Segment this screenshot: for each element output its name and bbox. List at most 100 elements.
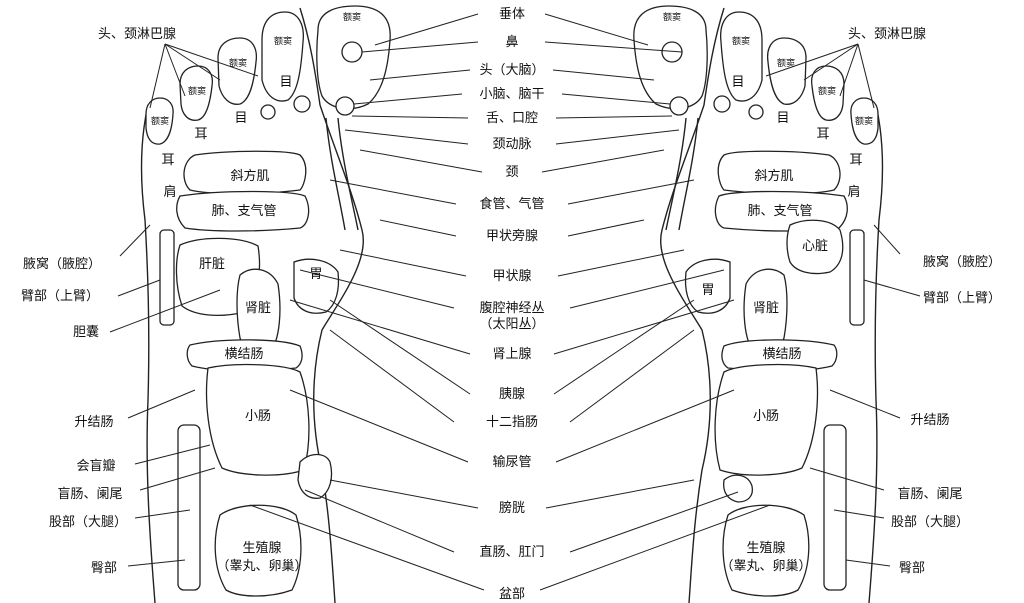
left-nose-zone: [341, 41, 363, 63]
label-solar-plexus: （太阳丛）: [479, 317, 544, 332]
left-ear-label-1: 耳: [194, 127, 207, 142]
left-genital-sub-label: （睾丸、卵巢）: [216, 558, 307, 574]
left-genital-label: 生殖腺: [242, 540, 281, 556]
left-ear-label-2: 耳: [161, 153, 174, 168]
left-label-ascending-colon: 升结肠: [74, 415, 113, 430]
left-toe-3: [217, 37, 258, 105]
label-parathyroid: 甲状旁腺: [486, 228, 538, 244]
left-kidney-label: 肾脏: [245, 301, 271, 316]
label-nose: 鼻: [505, 34, 518, 50]
left-buttock-zone: [177, 424, 201, 591]
center-leader-lines: [249, 13, 771, 591]
right-toe-5: [850, 97, 879, 145]
label-thyroid: 甲状腺: [492, 269, 531, 284]
right-genital-sub-label: （睾丸、卵巢）: [720, 558, 811, 574]
left-small-intestine-label: 小肠: [245, 409, 271, 424]
right-label-upper-arm: 臂部（上臂）: [923, 291, 1001, 306]
right-genital-label: 生殖腺: [746, 540, 785, 556]
right-toe-2: [720, 11, 763, 102]
left-sinus-label-big: 额窦: [343, 11, 361, 23]
left-genital-zone: [214, 504, 302, 597]
right-sinus-label-2: 额窦: [732, 35, 750, 47]
label-duodenum: 十二指肠: [486, 415, 538, 430]
label-esophagus-trachea: 食管、气管: [479, 196, 544, 212]
left-label-upper-arm: 臂部（上臂）: [21, 289, 99, 304]
right-bladder-zone: [722, 474, 754, 503]
right-labels: 头、颈淋巴腺 腋窝（腋腔） 臂部（上臂） 升结肠 盲肠、阑尾 股部（大腿） 臀部: [848, 27, 1001, 576]
left-cerebellum-zone: [335, 96, 355, 116]
right-foot-outline: [660, 7, 884, 603]
right-lung-label: 肺、支气管: [747, 203, 812, 219]
right-shoulder-label: 肩: [847, 184, 860, 200]
label-celiac-plexus: 腹腔神经丛: [479, 300, 544, 316]
right-stomach-label: 胃: [701, 283, 714, 298]
right-label-cecum-appendix: 盲肠、阑尾: [897, 486, 962, 502]
right-stomach-zone: [684, 258, 731, 314]
right-small-intestine-label: 小肠: [753, 409, 779, 424]
left-transverse-colon-zone: [186, 339, 303, 372]
right-trapezius-zone: [717, 150, 841, 195]
right-foot: [633, 5, 884, 603]
left-lung-label: 肺、支气管: [211, 203, 276, 219]
left-foot: [140, 5, 391, 603]
label-pancreas: 胰腺: [499, 387, 525, 402]
left-sinus-label-5: 额窦: [151, 115, 169, 127]
right-cerebellum-zone: [669, 96, 689, 116]
left-label-gallbladder: 胆囊: [73, 324, 99, 340]
left-label-armpit: 腋窝（腋腔）: [23, 256, 101, 272]
right-toe-3: [766, 37, 807, 105]
right-foot-zone-labels: 额窦 额窦 额窦 额窦 额窦 目 目 耳 耳 肩 斜方肌 肺、支气管 心脏 肾脏…: [663, 11, 873, 574]
right-buttock-zone: [823, 424, 847, 591]
left-foot-zone-labels: 额窦 额窦 额窦 额窦 额窦 目 目 耳 耳 肩 斜方肌 肺、支气管 肝脏 肾脏…: [151, 11, 361, 574]
right-sinus-label-4: 额窦: [818, 85, 836, 97]
left-label-thigh: 股部（大腿）: [49, 515, 127, 530]
right-eye-zone-1: [748, 104, 764, 120]
label-neck: 颈: [505, 165, 518, 180]
label-tongue-mouth: 舌、口腔: [486, 111, 538, 126]
left-trapezius-zone: [183, 150, 307, 195]
right-heart-zone: [786, 219, 844, 275]
left-label-cecum-appendix: 盲肠、阑尾: [57, 486, 122, 502]
right-arm-zone: [849, 229, 865, 326]
right-label-thigh: 股部（大腿）: [891, 515, 969, 530]
left-toe-4: [179, 65, 214, 121]
left-arm-zone: [159, 229, 175, 326]
left-label-buttock: 臀部: [91, 561, 117, 576]
right-sinus-label-big: 额窦: [663, 11, 681, 23]
label-bladder: 膀胱: [499, 500, 525, 516]
left-sinus-label-3: 额窦: [229, 57, 247, 69]
right-ear-label-2: 耳: [849, 153, 862, 168]
left-sinus-label-4: 额窦: [188, 85, 206, 97]
left-stomach-label: 胃: [309, 267, 322, 282]
left-label-ileocecal-valve: 会盲瓣: [76, 458, 115, 474]
label-cerebellum-brainstem: 小脑、脑干: [479, 87, 544, 102]
label-pituitary: 垂体: [499, 7, 525, 22]
left-labels: 头、颈淋巴腺 腋窝（腋腔） 臂部（上臂） 胆囊 升结肠 会盲瓣 盲肠、阑尾 股部…: [21, 27, 176, 576]
left-lung-zone: [176, 190, 310, 232]
right-eye-label-2: 目: [776, 111, 789, 126]
left-eye-label-1: 目: [279, 75, 292, 90]
side-leader-lines: [109, 43, 921, 567]
right-sinus-label-3: 额窦: [777, 57, 795, 69]
right-label-armpit: 腋窝（腋腔）: [923, 254, 1001, 270]
right-transverse-colon-label: 横结肠: [762, 347, 801, 362]
right-kidney-label: 肾脏: [753, 301, 779, 316]
right-ear-label-1: 耳: [816, 127, 829, 142]
left-stomach-zone: [293, 258, 340, 314]
center-labels: 垂体 鼻 头（大脑） 小脑、脑干 舌、口腔 颈动脉 颈 食管、气管 甲状旁腺 甲…: [479, 7, 544, 602]
left-trapezius-label: 斜方肌: [230, 168, 269, 184]
right-label-ascending-colon: 升结肠: [910, 413, 949, 428]
right-trapezius-label: 斜方肌: [754, 168, 793, 184]
label-pelvis: 盆部: [499, 587, 525, 602]
label-ureter: 输尿管: [492, 454, 531, 470]
label-carotid: 颈动脉: [492, 137, 531, 152]
label-rectum-anus: 直肠、肛门: [479, 545, 544, 560]
right-transverse-colon-zone: [721, 339, 838, 372]
right-label-head-neck-lymph: 头、颈淋巴腺: [848, 27, 926, 42]
right-genital-zone: [722, 504, 810, 597]
right-eye-zone-2: [713, 95, 731, 113]
left-bladder-zone: [297, 453, 333, 499]
right-eye-label-1: 目: [731, 75, 744, 90]
left-shoulder-label: 肩: [163, 184, 176, 200]
right-sinus-label-5: 额窦: [855, 115, 873, 127]
